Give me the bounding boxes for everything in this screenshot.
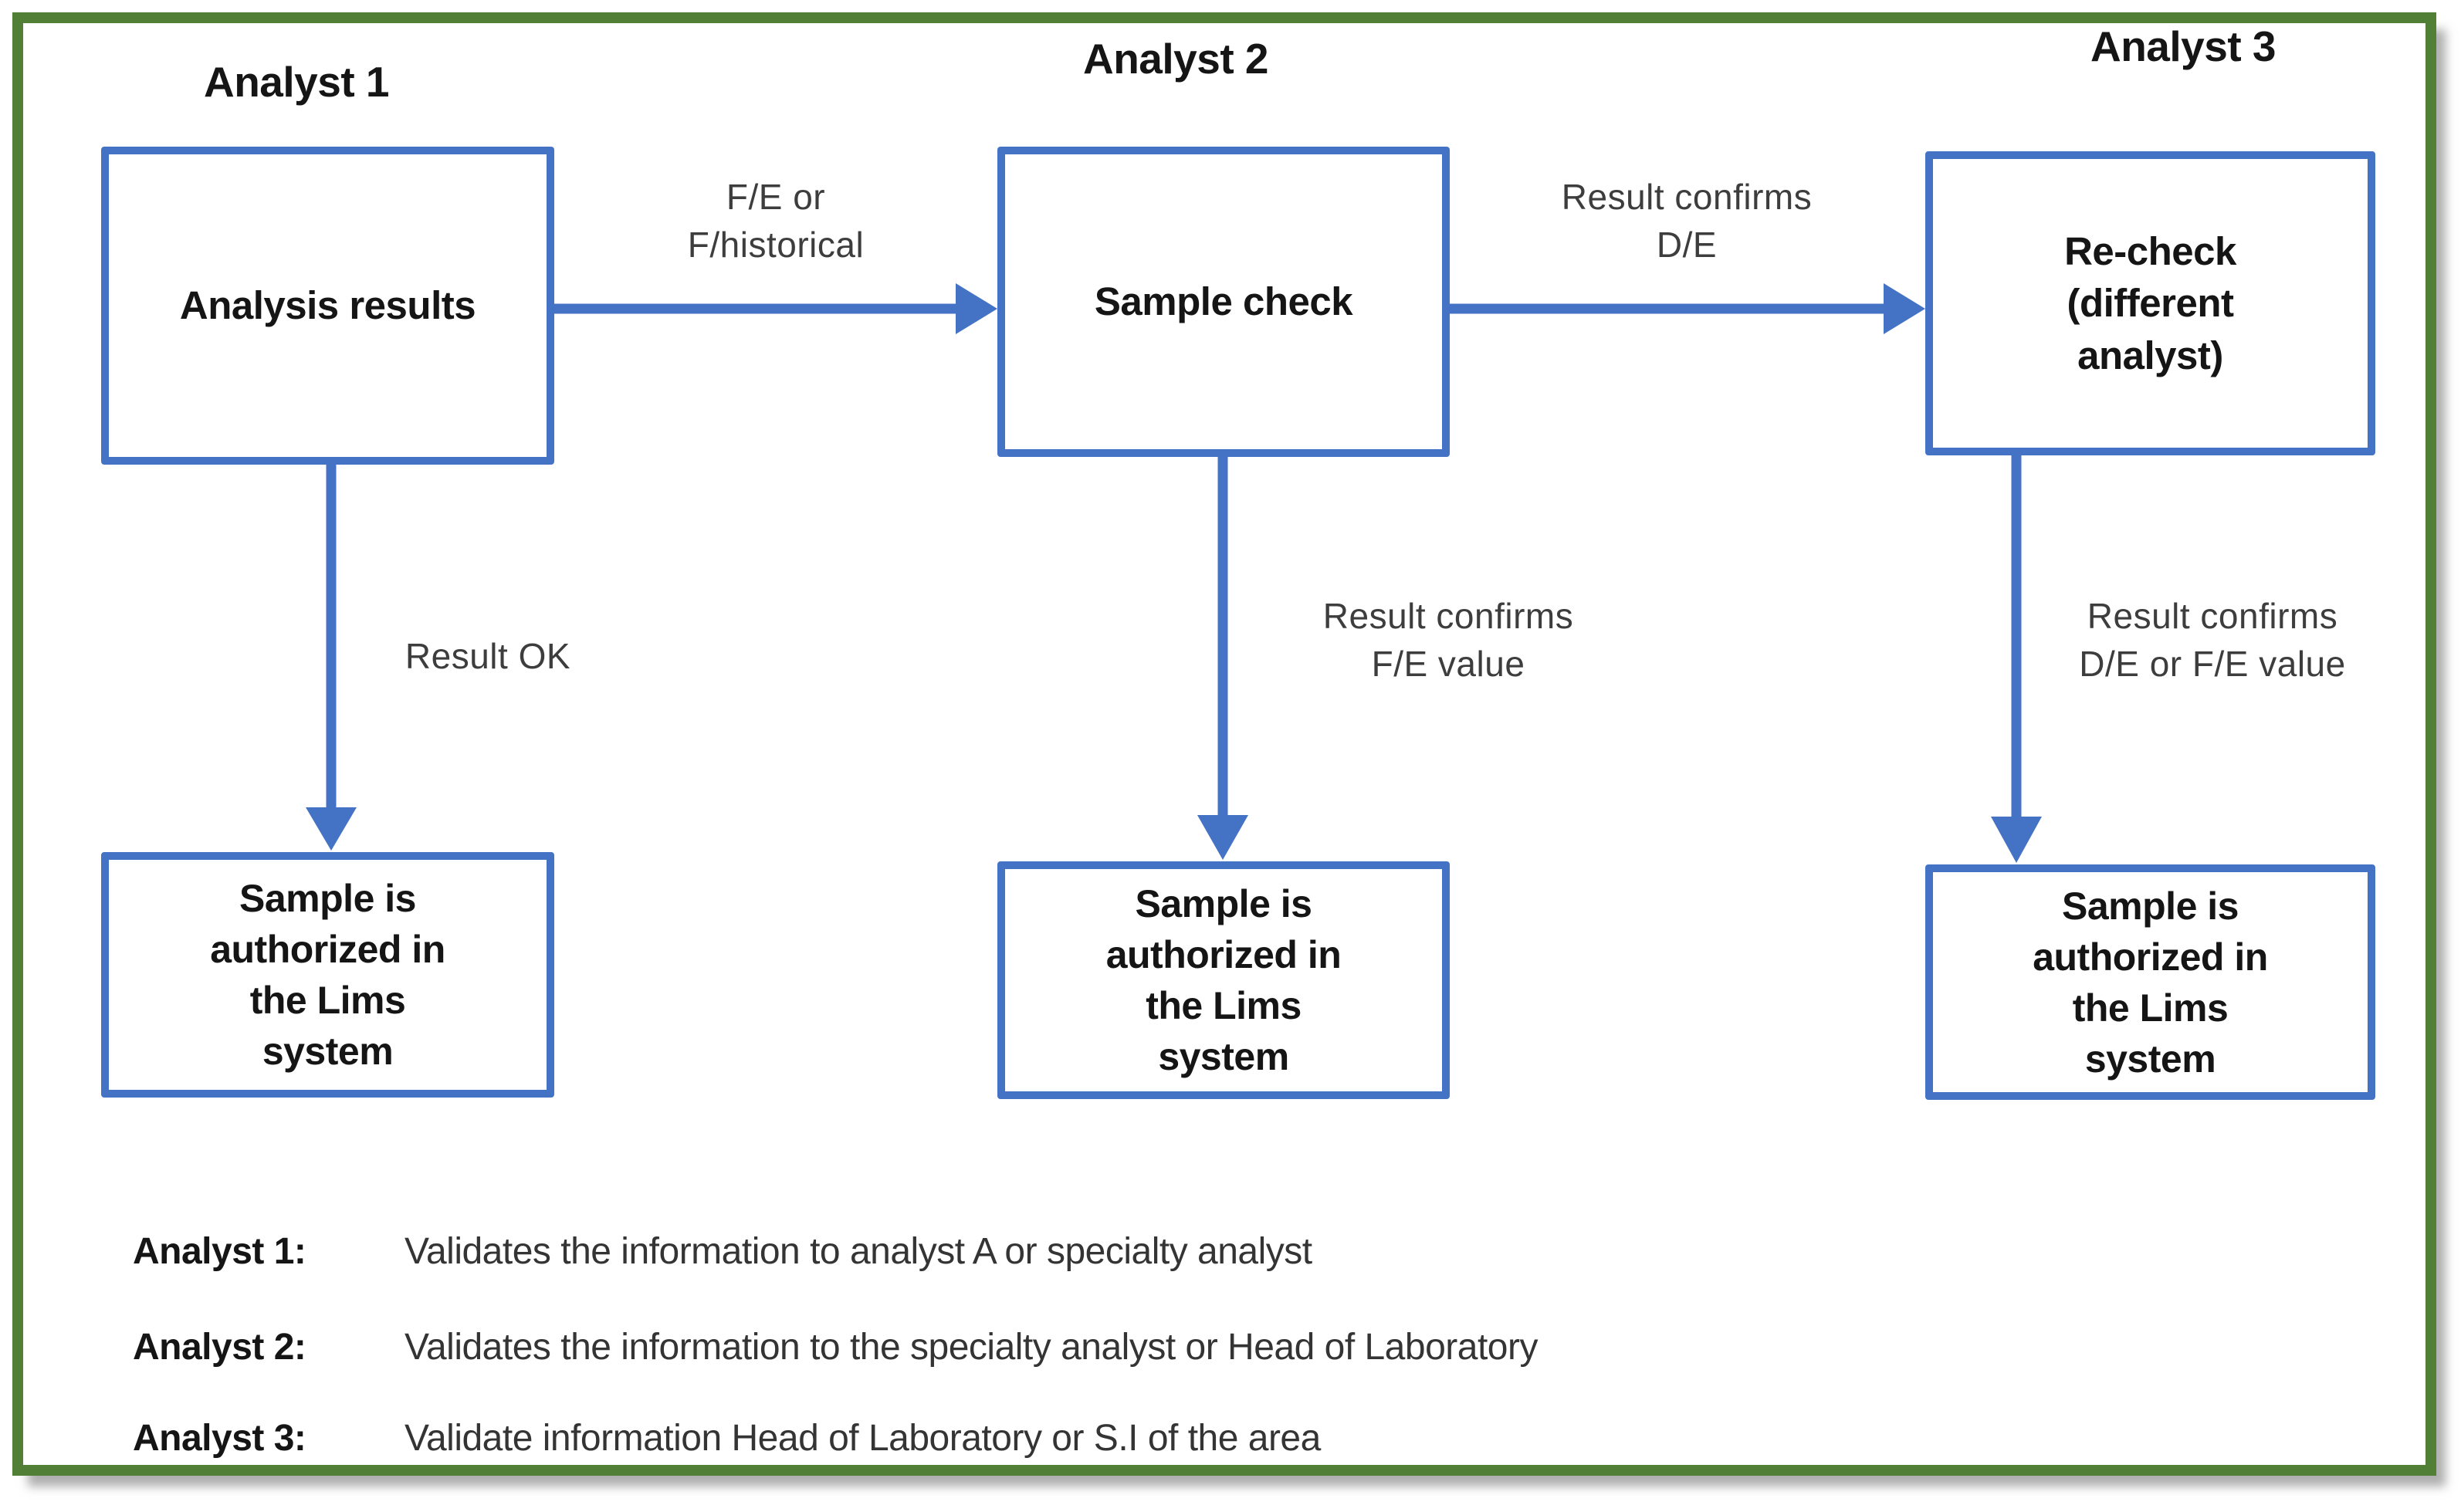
recheck-label: Re-check (different analyst)	[2064, 229, 2236, 377]
authorized-box-3: Sample is authorized in the Lims system	[1925, 864, 2375, 1100]
analysis-results-label: Analysis results	[179, 283, 476, 328]
legend-label-analyst-1: Analyst 1:	[133, 1231, 306, 1272]
arrow-label-fe-or-fhistorical: F/E or F/historical	[687, 177, 865, 265]
authorized-box-1: Sample is authorized in the Lims system	[101, 852, 554, 1098]
sample-check-label: Sample check	[1094, 279, 1353, 324]
arrow-label-result-ok: Result OK	[405, 636, 571, 676]
recheck-box: Re-check (different analyst)	[1925, 151, 2375, 455]
legend-label-analyst-3: Analyst 3:	[133, 1418, 306, 1459]
authorized-box-2: Sample is authorized in the Lims system	[997, 861, 1450, 1099]
sample-check-box: Sample check	[997, 147, 1450, 457]
analysis-results-box: Analysis results	[101, 147, 554, 465]
legend-text-analyst-3: Validate information Head of Laboratory …	[405, 1418, 1321, 1459]
legend-row-analyst-2: Analyst 2: Validates the information to t…	[133, 1326, 1538, 1368]
column-heading-analyst-1: Analyst 1	[203, 58, 390, 106]
legend-label-analyst-2: Analyst 2:	[133, 1327, 306, 1368]
arrow-label-result-confirms-de-or-fe-value: Result confirms D/E or F/E value	[2079, 596, 2346, 684]
authorized-label-3: Sample is authorized in the Lims system	[2033, 884, 2268, 1081]
legend-row-analyst-1: Analyst 1: Validates the information to a…	[133, 1230, 1312, 1273]
legend-row-analyst-3: Analyst 3: Validate information Head of L…	[133, 1417, 1321, 1460]
arrow-label-result-confirms-fe-value: Result confirms F/E value	[1322, 596, 1574, 684]
column-heading-analyst-2: Analyst 2	[1082, 35, 1269, 83]
authorized-label-2: Sample is authorized in the Lims system	[1105, 882, 1342, 1078]
column-heading-analyst-3: Analyst 3	[2090, 22, 2277, 70]
legend-text-analyst-1: Validates the information to analyst A o…	[405, 1231, 1312, 1272]
authorized-label-1: Sample is authorized in the Lims system	[210, 877, 445, 1073]
legend-text-analyst-2: Validates the information to the special…	[405, 1327, 1538, 1368]
arrow-label-result-confirms-de: Result confirms D/E	[1561, 177, 1813, 265]
